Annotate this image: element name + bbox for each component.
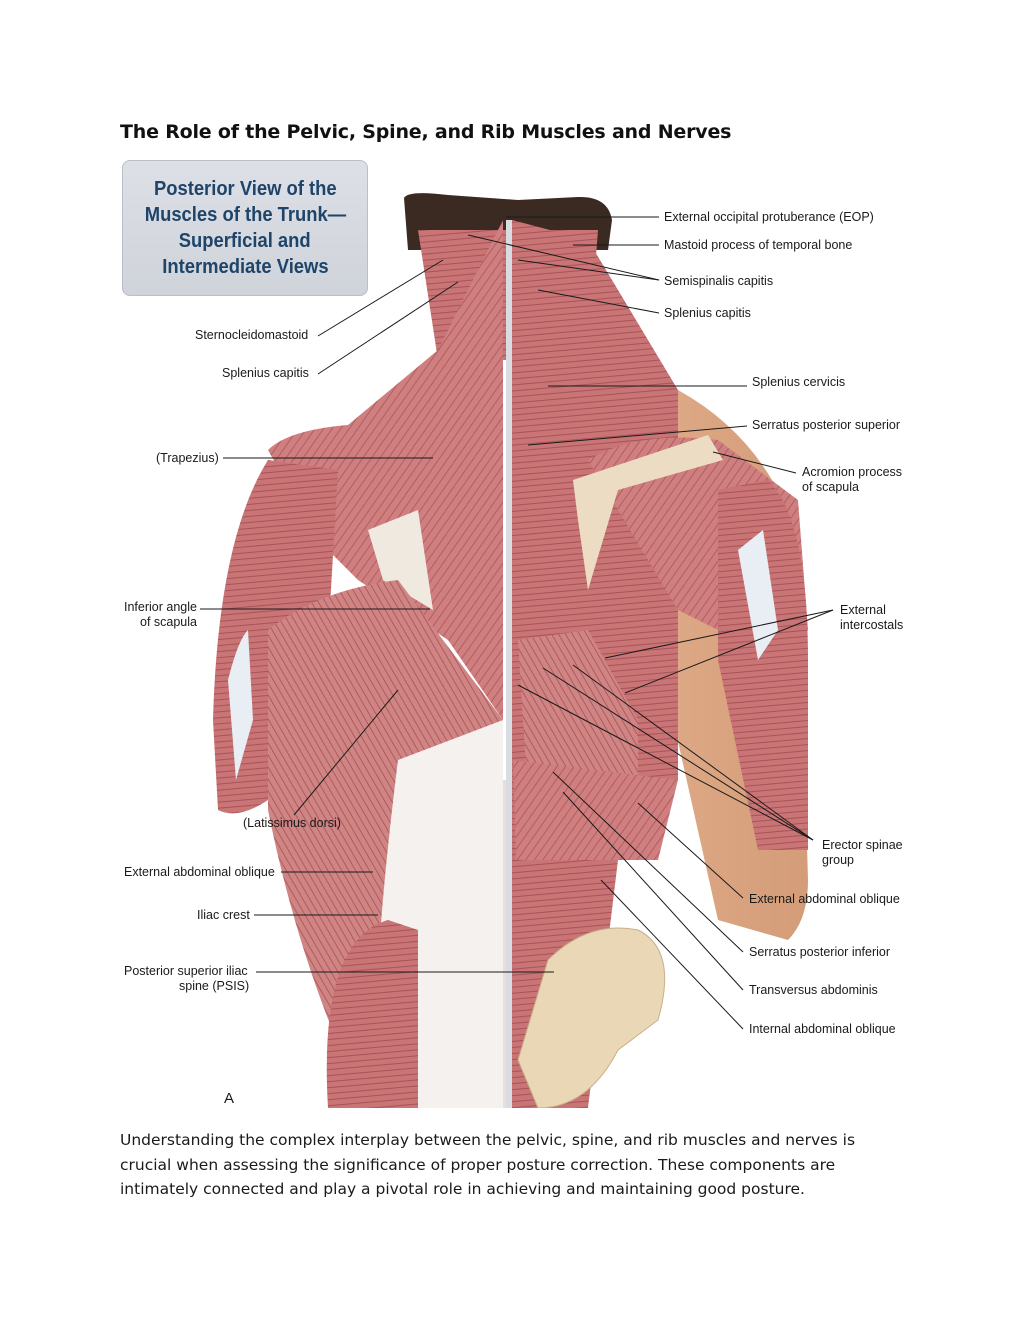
body-paragraph: Understanding the complex interplay betw…	[120, 1131, 856, 1198]
panel-letter: A	[224, 1090, 235, 1107]
figure-title-line: Posterior View of the	[153, 178, 337, 200]
page-title: The Role of the Pelvic, Spine, and Rib M…	[120, 121, 732, 143]
figure-title-line: Muscles of the Trunk—	[144, 204, 346, 226]
label-semispinalis-capitis: Semispinalis capitis	[664, 274, 774, 288]
label-transversus-abdominis: Transversus abdominis	[749, 983, 878, 997]
label-trapezius: (Trapezius)	[156, 451, 219, 465]
label-external-intercostals: External	[840, 603, 886, 617]
trunk-illustration	[200, 193, 834, 1108]
label-erector-spinae: Erector spinae	[822, 838, 903, 852]
label-mastoid-process: Mastoid process of temporal bone	[664, 238, 853, 252]
label-psis: Posterior superior iliac	[124, 964, 248, 978]
label-inferior-angle: Inferior angle	[124, 600, 197, 614]
label-splenius-cervicis: Splenius cervicis	[752, 375, 846, 389]
label-eop: External occipital protuberance (EOP)	[664, 210, 874, 224]
label-serratus-posterior-inferior: Serratus posterior inferior	[749, 945, 891, 959]
figure-title-line: Intermediate Views	[161, 256, 329, 278]
label-sternocleidomastoid: Sternocleidomastoid	[195, 328, 309, 342]
label-acromion-process: Acromion process	[802, 465, 903, 479]
label-internal-abdominal-oblique: Internal abdominal oblique	[749, 1022, 896, 1036]
label-psis-2: spine (PSIS)	[179, 979, 250, 993]
label-latissimus-dorsi: (Latissimus dorsi)	[243, 816, 341, 830]
figure-title-box: Posterior View of the Muscles of the Tru…	[122, 160, 368, 296]
label-splenius-capitis-right: Splenius capitis	[664, 306, 751, 320]
label-inferior-angle-2: of scapula	[140, 615, 197, 629]
label-splenius-capitis-left: Splenius capitis	[222, 366, 309, 380]
anatomy-figure: Posterior View of the Muscles of the Tru…	[118, 160, 918, 1108]
figure-title-line: Superficial and	[179, 230, 311, 252]
label-serratus-posterior-superior: Serratus posterior superior	[752, 418, 900, 432]
label-external-intercostals-2: intercostals	[840, 618, 904, 632]
label-erector-spinae-2: group	[822, 853, 854, 867]
label-external-abdominal-oblique-left: External abdominal oblique	[124, 865, 275, 879]
label-acromion-process-2: of scapula	[802, 480, 859, 494]
label-iliac-crest: Iliac crest	[197, 908, 250, 922]
label-external-abdominal-oblique-right: External abdominal oblique	[749, 892, 900, 906]
